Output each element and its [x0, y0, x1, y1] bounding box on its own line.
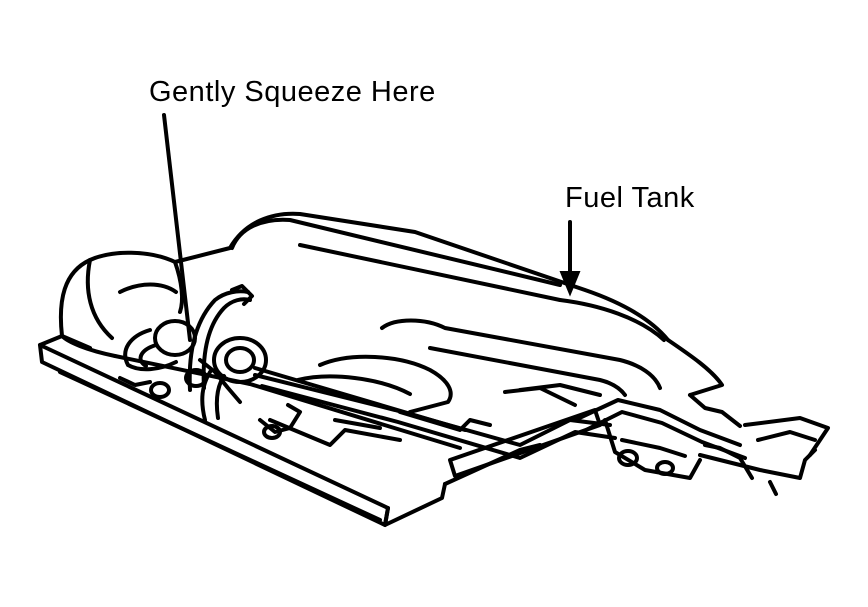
fuel-pump-sending-unit: [118, 319, 302, 440]
squeeze-leader-line: [162, 113, 192, 342]
gently-squeeze-here-label: Gently Squeeze Here: [149, 76, 436, 108]
fuel-tank-arrow: [559, 220, 581, 297]
fuel-tank-label: Fuel Tank: [565, 182, 695, 214]
fuel-lines: [187, 284, 747, 460]
fuel-filter-bracket: [603, 393, 830, 496]
